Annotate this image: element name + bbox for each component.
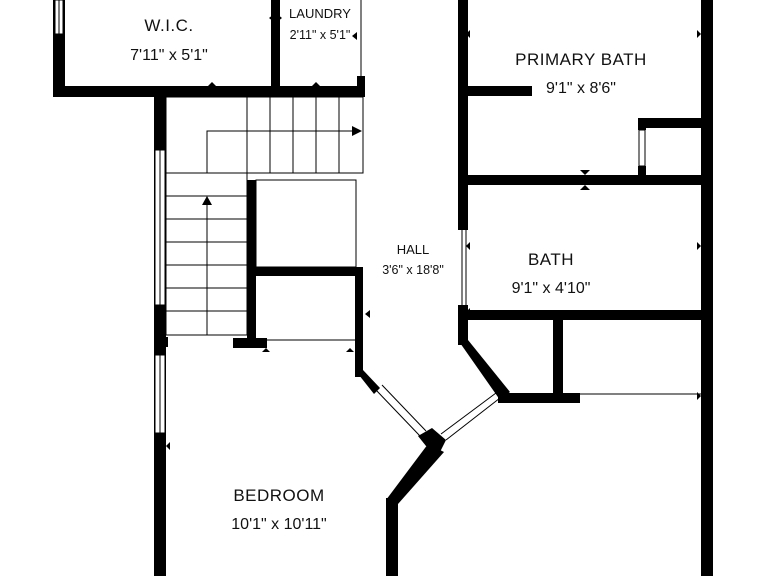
- wall-core-mid: [247, 267, 363, 276]
- door-right-leaf-2: [440, 392, 497, 435]
- stair-arrow-right-icon: [352, 126, 362, 136]
- wall-primary-bath-stub: [466, 86, 532, 96]
- door-bedroom-left-leaf-2: [381, 384, 427, 432]
- wall-bedroom-angle-left: [355, 370, 380, 394]
- stair-upper-flight: [246, 96, 364, 174]
- windows: [54, 0, 646, 434]
- wall-wic-laundry: [271, 0, 280, 96]
- wall-linen-left-low: [638, 166, 646, 180]
- room-name-laundry: LAUNDRY: [289, 6, 351, 21]
- wall-core-right: [355, 267, 363, 377]
- room-name-primary-bath: PRIMARY BATH: [515, 50, 647, 69]
- wall-center-junction: [418, 428, 446, 452]
- room-dims-hall: 3'6" x 18'8": [382, 263, 444, 277]
- room-dims-primary-bath: 9'1" x 8'6": [546, 80, 616, 97]
- wall-laundry-right: [357, 76, 365, 97]
- room-name-bath: BATH: [528, 250, 574, 269]
- wall-core-left: [247, 180, 256, 342]
- wall-bath-bottom-main: [458, 310, 702, 320]
- room-labels: W.I.C. 7'11" x 5'1" LAUNDRY 2'11" x 5'1"…: [130, 6, 647, 533]
- wall-primary-bath-bottom: [466, 175, 702, 185]
- wall-bath-angle: [458, 340, 510, 400]
- wall-right-outer: [701, 0, 713, 576]
- wall-bedroom-angle-right: [386, 444, 444, 504]
- stair-arrow-up-icon: [202, 196, 212, 205]
- wall-bedroom-top-a: [154, 337, 168, 347]
- wall-hall-right-upper: [458, 0, 468, 230]
- room-dims-laundry: 2'11" x 5'1": [290, 28, 351, 42]
- stairs: [165, 96, 364, 336]
- window-linen: [638, 129, 646, 167]
- room-dims-bath: 9'1" x 4'10": [512, 280, 591, 297]
- room-name-bedroom: BEDROOM: [233, 486, 324, 505]
- room-name-wic: W.I.C.: [144, 16, 193, 35]
- doors: [267, 0, 701, 441]
- door-right-leaf: [445, 397, 501, 441]
- dimension-ticks: [166, 14, 701, 450]
- room-dims-bedroom: 10'1" x 10'11": [231, 516, 326, 533]
- wall-bath-bottom: [498, 393, 580, 403]
- door-bedroom-left-leaf: [375, 389, 421, 437]
- wall-bedroom-right: [386, 498, 398, 576]
- wall-wic-bottom: [53, 86, 365, 97]
- room-name-hall: HALL: [397, 242, 430, 257]
- wall-linen-left: [638, 118, 646, 130]
- wall-linen-top: [638, 118, 702, 128]
- wall-hall-right-lower: [458, 305, 468, 345]
- wall-bedroom-top-b: [233, 338, 267, 348]
- wall-bath-inner-vert: [553, 310, 563, 402]
- room-dims-wic: 7'11" x 5'1": [130, 47, 208, 64]
- walls: [53, 0, 713, 576]
